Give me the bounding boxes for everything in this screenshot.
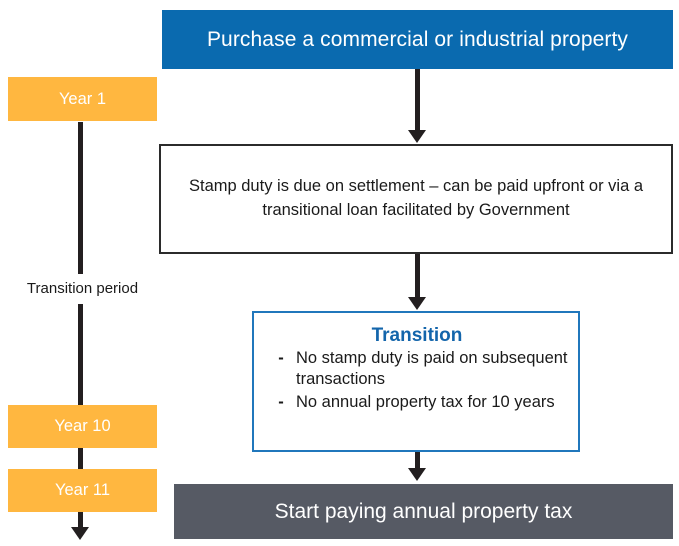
purchase-property-header-box: Purchase a commercial or industrial prop… xyxy=(162,10,673,69)
connector-arrowhead-1 xyxy=(408,130,426,143)
timeline-line-middle xyxy=(78,304,83,408)
connector-line-2 xyxy=(415,254,420,298)
transition-bullet-2: No annual property tax for 10 years xyxy=(296,392,555,411)
timeline-line-tail xyxy=(78,510,83,529)
annual-property-tax-box: Start paying annual property tax xyxy=(174,484,673,539)
list-item: - No annual property tax for 10 years xyxy=(266,392,568,413)
timeline-year-10-box: Year 10 xyxy=(8,405,157,448)
bullet-dash-icon: - xyxy=(278,392,284,411)
list-item: - No stamp duty is paid on subsequent tr… xyxy=(266,348,568,391)
transition-period-label: Transition period xyxy=(26,280,139,297)
timeline-year-10-label: Year 10 xyxy=(54,417,111,435)
timeline-arrowhead xyxy=(71,527,89,540)
stamp-duty-box: Stamp duty is due on settlement – can be… xyxy=(159,144,673,254)
purchase-property-header-label: Purchase a commercial or industrial prop… xyxy=(206,27,629,51)
timeline-year-1-box: Year 1 xyxy=(8,77,157,121)
connector-arrowhead-3 xyxy=(408,468,426,481)
connector-arrowhead-2 xyxy=(408,297,426,310)
transition-bullet-1: No stamp duty is paid on subsequent tran… xyxy=(296,349,568,389)
transition-heading: Transition xyxy=(371,325,463,346)
timeline-year-11-box: Year 11 xyxy=(8,469,157,512)
annual-property-tax-label: Start paying annual property tax xyxy=(274,499,573,523)
stamp-duty-text: Stamp duty is due on settlement – can be… xyxy=(188,177,644,219)
transition-box: Transition - No stamp duty is paid on su… xyxy=(252,311,580,452)
bullet-dash-icon: - xyxy=(278,349,284,367)
timeline-year-11-label: Year 11 xyxy=(54,481,111,499)
timeline-line-between-years xyxy=(78,446,83,472)
timeline-year-1-label: Year 1 xyxy=(58,89,107,108)
connector-line-3 xyxy=(415,452,420,470)
connector-line-1 xyxy=(415,69,420,131)
transition-bullet-list: - No stamp duty is paid on subsequent tr… xyxy=(266,348,568,414)
timeline-line-upper xyxy=(78,122,83,274)
